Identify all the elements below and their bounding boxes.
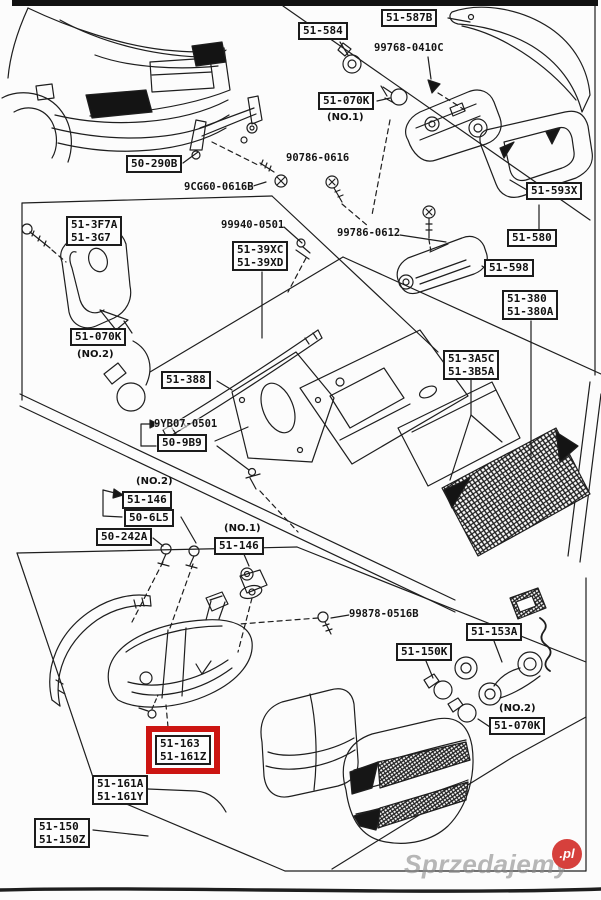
trunk-panels-sketch	[140, 320, 591, 557]
part-label-51-3f7a: 51-3F7A 51-3G7	[66, 216, 123, 246]
part-label-50-242a: 50-242A	[96, 528, 153, 546]
part-label-line: 51-380A	[507, 305, 554, 318]
zone-borders	[16, 5, 601, 872]
part-note-no2-right: (NO.2)	[499, 703, 536, 714]
part-label-51-580: 51-580	[507, 229, 557, 247]
part-label-line: 51-39XD	[237, 256, 284, 269]
part-label-51-161a: 51-161A 51-161Y	[92, 775, 149, 805]
part-label-51-146-no1: 51-146	[214, 537, 264, 555]
part-label-line: 51-150	[39, 820, 79, 833]
part-label-51-593x: 51-593X	[526, 182, 583, 200]
part-label-line: 51-3F7A	[71, 218, 118, 231]
part-label-50-6l5: 50-6L5	[124, 509, 174, 527]
tail-lamp-sketch	[92, 688, 474, 844]
harness-sketch	[239, 587, 552, 728]
part-label-51-070k-no2-left: 51-070K	[70, 328, 127, 346]
part-label-99940-0501: 99940-0501	[221, 219, 285, 231]
corner-lamp-sketch	[49, 591, 253, 728]
part-label-line: 51-380	[507, 292, 547, 305]
part-label-line: 51-150Z	[39, 833, 86, 846]
mount-bracket-sketch	[325, 175, 488, 295]
part-label-51-380: 51-380 51-380A	[502, 290, 559, 320]
part-label-50-290b: 50-290B	[126, 155, 183, 173]
part-label-51-584: 51-584	[298, 22, 348, 40]
part-note-no1-cluster: (NO.1)	[224, 523, 261, 534]
part-label-99878-0516b: 99878-0516B	[349, 608, 419, 620]
part-note-no2-cluster: (NO.2)	[136, 476, 173, 487]
fastener-cluster-sketch	[102, 488, 268, 653]
part-label-90786-0616: 90786-0616	[286, 152, 350, 164]
part-label-line: 51-3G7	[71, 231, 111, 244]
part-label-51-587b: 51-587B	[381, 9, 438, 27]
part-label-line: 51-3A5C	[448, 352, 495, 365]
part-label-line: 51-161A	[97, 777, 144, 790]
stop-lamp-sketch	[337, 6, 593, 230]
trunk-bracket-sketch	[182, 95, 288, 188]
part-label-line: 51-3B5A	[448, 365, 495, 378]
car-rear-sketch	[1, 7, 231, 163]
highlight-frame: 51-163 51-161Z	[146, 726, 221, 774]
part-label-51-070k-no2-right: 51-070K	[489, 717, 546, 735]
part-label-line: 51-161Z	[160, 750, 207, 763]
part-label-51-146-no2: 51-146	[122, 491, 172, 509]
part-label-50-9b9: 50-9B9	[157, 434, 207, 452]
part-label-line: 51-163	[160, 737, 200, 750]
part-note-no1: (NO.1)	[327, 112, 364, 123]
part-label-51-3a5c: 51-3A5C 51-3B5A	[443, 350, 500, 380]
part-label-line: 51-39XC	[237, 243, 284, 256]
part-label-line: 51-161Y	[97, 790, 144, 803]
part-label-51-150: 51-150 51-150Z	[34, 818, 91, 848]
part-label-99768-0410c: 99768-0410C	[374, 42, 444, 54]
part-label-51-163-highlighted: 51-163 51-161Z	[155, 735, 212, 765]
part-label-51-070k-no1: 51-070K	[318, 92, 375, 110]
part-label-51-388: 51-388	[161, 371, 211, 389]
part-label-51-153a: 51-153A	[466, 623, 523, 641]
part-label-99786-0612: 99786-0612	[337, 227, 401, 239]
part-label-51-598: 51-598	[484, 259, 534, 277]
part-label-51-39xc: 51-39XC 51-39XD	[232, 241, 289, 271]
part-label-9cg60-0616b: 9CG60-0616B	[184, 181, 254, 193]
part-label-9yb07-0501: 9YB07-0501	[154, 418, 218, 430]
part-label-51-150k: 51-150K	[396, 643, 453, 661]
part-note-no2-left: (NO.2)	[77, 349, 114, 360]
